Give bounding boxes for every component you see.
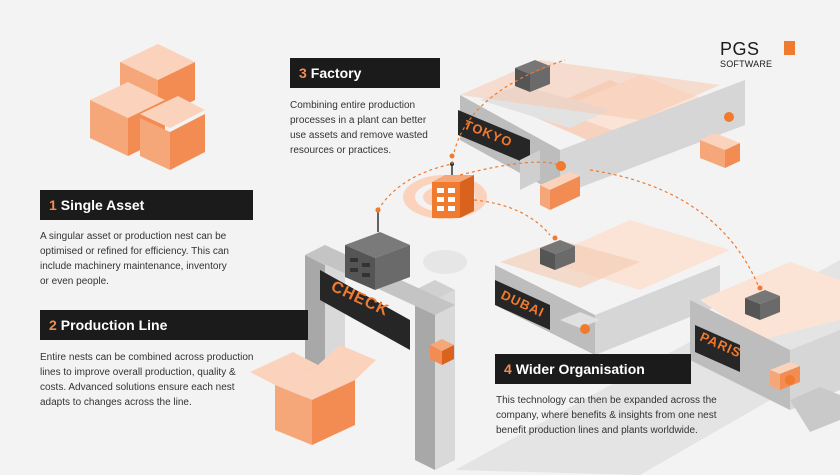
section-number: 4 (504, 361, 512, 377)
ground-spot (423, 250, 467, 274)
section-title-production-line: 2 Production Line (40, 310, 308, 340)
pgs-software-logo: PGS SOFTWARE (720, 40, 800, 80)
description-line: processes in a plant can better (290, 115, 427, 126)
tokyo-factory (458, 60, 745, 210)
description-line: company, where benefits & insights from … (496, 410, 717, 421)
description-line: This technology can then be expanded acr… (496, 395, 717, 406)
asset-boxes-illustration (90, 44, 205, 170)
description-line: resources or practices. (290, 145, 392, 156)
section-title-wider-organisation: 4 Wider Organisation (495, 354, 691, 384)
dubai-factory (495, 220, 730, 355)
logo-square-icon (784, 41, 795, 55)
section-title-text: Factory (310, 65, 362, 81)
paris-factory (690, 262, 840, 432)
section-number: 1 (49, 197, 57, 213)
section-title-text: Single Asset (60, 197, 145, 213)
logo-main-text: PGS (720, 39, 760, 59)
logo-sub-text: SOFTWARE (720, 59, 773, 69)
description-line: optimised or refined for efficiency. Thi… (40, 246, 229, 257)
section-description-production-line: Entire nests can be combined across prod… (40, 350, 300, 410)
description-line: or even people. (40, 276, 109, 287)
description-line: lines to improve overall production, qua… (40, 367, 236, 378)
description-line: adapts to changes across the line. (40, 397, 192, 408)
description-line: include machinery maintenance, inventory (40, 261, 227, 272)
link-node (375, 207, 381, 213)
section-description-single-asset: A singular asset or production nest can … (40, 229, 290, 289)
description-line: Entire nests can be combined across prod… (40, 352, 254, 363)
production-line-box (250, 345, 376, 445)
section-number: 2 (49, 317, 57, 333)
description-line: use assets and remove wasted (290, 130, 428, 141)
factory-hub (403, 162, 487, 219)
network-links (377, 59, 761, 291)
link-node (449, 153, 455, 159)
description-line: benefit production lines and plants worl… (496, 425, 698, 436)
section-title-text: Wider Organisation (515, 361, 645, 377)
section-number: 3 (299, 65, 307, 81)
link-node (552, 235, 558, 241)
description-line: A singular asset or production nest can … (40, 231, 227, 242)
description-line: Combining entire production (290, 100, 416, 111)
link-node (757, 285, 763, 291)
section-description-wider-organisation: This technology can then be expanded acr… (496, 393, 746, 438)
section-title-text: Production Line (60, 317, 168, 333)
description-line: costs. Advanced solutions ensure each ne… (40, 382, 235, 393)
section-title-single-asset: 1 Single Asset (40, 190, 253, 220)
section-description-factory: Combining entire production processes in… (290, 98, 465, 158)
section-title-factory: 3 Factory (290, 58, 440, 88)
